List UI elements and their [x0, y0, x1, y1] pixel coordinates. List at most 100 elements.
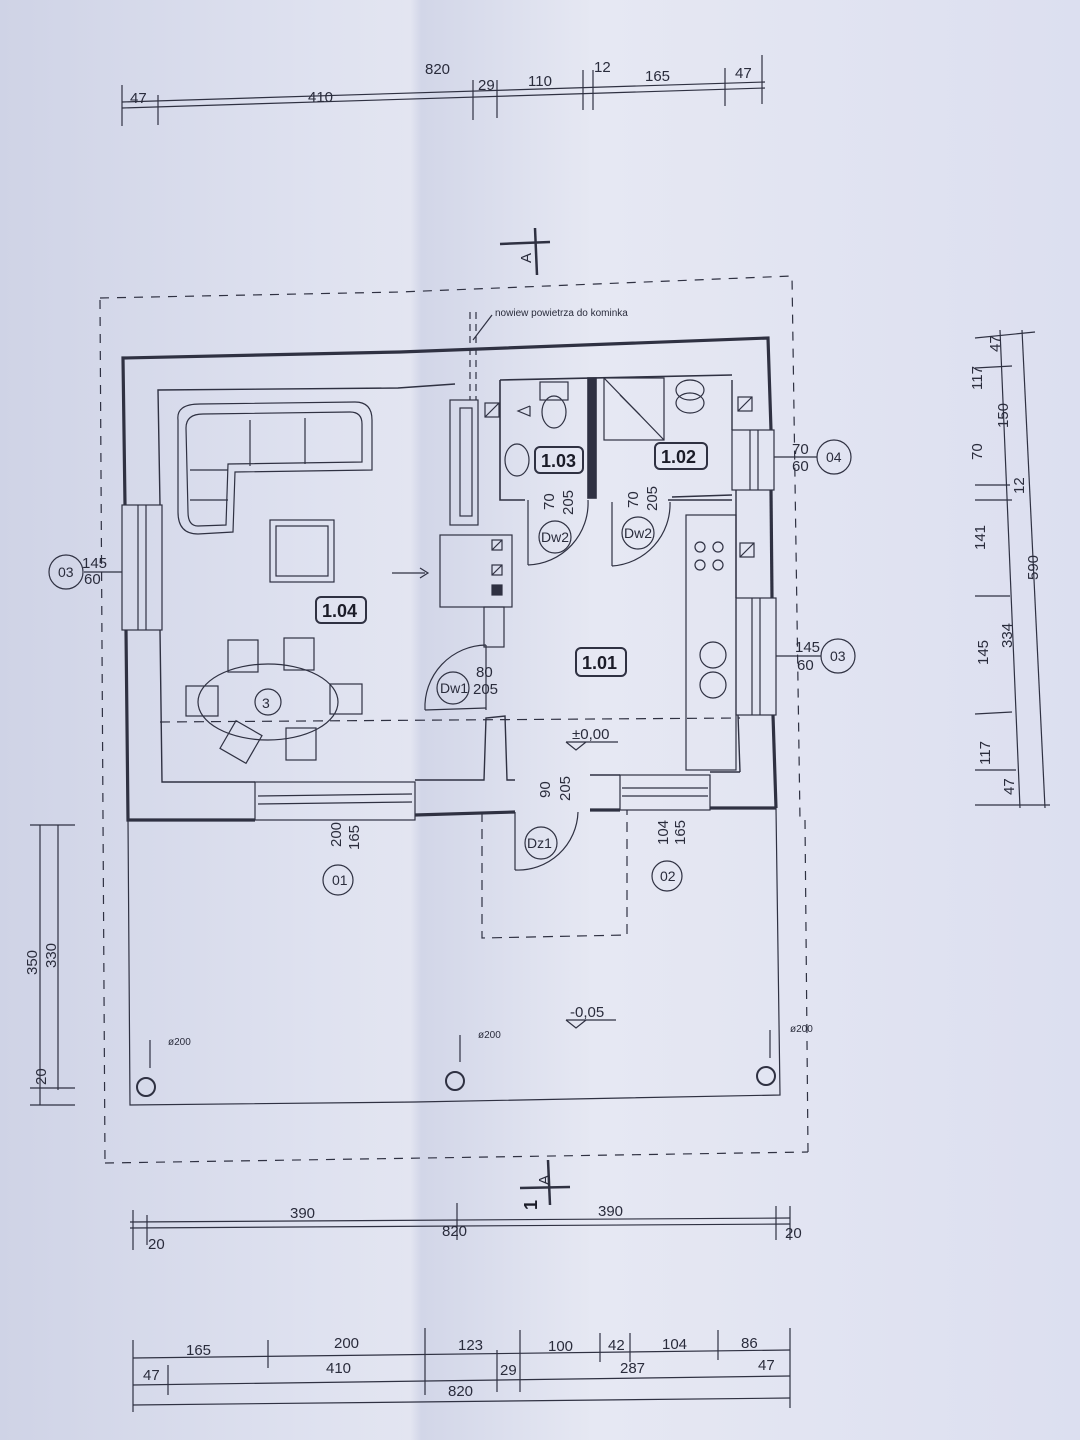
room-label-101: 1.01	[582, 653, 617, 673]
top-dimension-chain	[121, 55, 766, 126]
annotation-air-intake: nowiew powietrza do kominka	[495, 308, 628, 319]
dim-bottom1-right: 390	[598, 1203, 623, 1220]
door-tag-dz1: Dz1	[527, 835, 552, 851]
column-label-middle: ø200	[478, 1030, 501, 1041]
door-dw2-b	[611, 501, 671, 567]
entrance-door-dz1	[514, 811, 579, 871]
door-dw2a-height: 205	[560, 490, 577, 515]
window-tag-04: 04	[826, 449, 842, 465]
door-tag-01: 01	[332, 872, 348, 888]
door-dw1	[424, 644, 487, 711]
tag-circle-dw2-b	[621, 516, 655, 550]
dim-bottom1-left: 390	[290, 1205, 315, 1222]
window-tag-03-right: 03	[830, 648, 846, 664]
door-tag-dw1: Dw1	[440, 680, 468, 696]
dim-bottom2-g: 86	[741, 1335, 758, 1352]
dim-bottom1-end-right: 20	[785, 1225, 802, 1242]
room-box-104	[315, 596, 367, 624]
door-dz1-height: 205	[557, 776, 574, 801]
window-03-left-width: 145	[82, 555, 107, 572]
dim-bottom2-b: 200	[334, 1335, 359, 1352]
dim-top-e: 12	[594, 59, 611, 76]
dim-left-base: 20	[33, 1068, 50, 1085]
window-right-04	[731, 429, 775, 491]
tag-circle-03-left	[48, 554, 84, 590]
bottom-dimension-chains	[129, 1203, 791, 1412]
room-box-102	[654, 442, 708, 470]
door-dw1-height: 205	[473, 681, 498, 698]
door-02-frame	[619, 774, 711, 811]
dim-right-d: 70	[969, 443, 986, 460]
window-03-right-height: 60	[797, 657, 814, 674]
dim-top-g: 47	[735, 65, 752, 82]
door-02-width: 104	[655, 820, 672, 845]
section-marker-bottom	[519, 1159, 571, 1206]
door-dw2-a	[527, 499, 589, 566]
left-dimension-chain	[30, 824, 75, 1106]
door-dz1-width: 90	[537, 781, 554, 798]
dim-right-f: 141	[972, 525, 989, 550]
column-label-left: ø200	[168, 1037, 191, 1048]
dim-top-b: 410	[308, 89, 333, 106]
coffee-table	[269, 519, 335, 583]
dim-bottom4-total: 820	[448, 1383, 473, 1400]
bathroom-102-fixtures	[603, 377, 753, 441]
door-dw1-width: 80	[476, 664, 493, 681]
dim-bottom3-c: 29	[500, 1362, 517, 1379]
section-number-bottom: 1	[521, 1200, 541, 1210]
terrace-zone	[159, 717, 741, 939]
dim-left-total: 350	[24, 950, 41, 975]
door-01-width: 200	[328, 822, 345, 847]
bathroom-partitions	[499, 374, 733, 501]
columns	[136, 1030, 776, 1097]
window-04-width: 70	[792, 441, 809, 458]
dim-top-a: 47	[130, 90, 147, 107]
window-right-03	[735, 597, 777, 716]
room-box-101	[575, 647, 627, 677]
dim-top-d: 110	[528, 73, 552, 90]
dim-bottom3-d: 287	[620, 1360, 645, 1377]
tag-circle-01	[322, 864, 354, 896]
fireplace	[392, 399, 513, 648]
dim-bottom2-a: 165	[186, 1342, 211, 1359]
dim-right-a: 47	[987, 335, 1004, 352]
tag-circle-dw1	[436, 671, 470, 705]
kitchen	[685, 514, 755, 771]
level-marker-terrace	[565, 1019, 616, 1029]
dim-bottom2-d: 100	[548, 1338, 573, 1355]
dim-right-g: 590	[1025, 555, 1042, 580]
door-tag-02: 02	[660, 868, 676, 884]
dining-table	[185, 637, 363, 765]
door-01-height: 165	[346, 825, 363, 850]
dining-table-mark: 3	[262, 695, 270, 711]
door-dw2a-width: 70	[541, 493, 558, 510]
annotation-leader	[472, 314, 493, 341]
dim-right-j: 117	[977, 741, 994, 765]
window-03-right-width: 145	[795, 639, 820, 656]
dim-bottom3-e: 47	[758, 1357, 775, 1374]
dim-bottom1-total: 820	[442, 1223, 467, 1240]
dim-left-inner: 330	[43, 943, 60, 968]
room-label-102: 1.02	[661, 447, 696, 467]
window-04-height: 60	[792, 458, 809, 475]
room-label-103: 1.03	[541, 451, 576, 471]
dim-top-c: 29	[478, 77, 495, 94]
dim-right-k: 47	[1001, 778, 1018, 795]
room-label-104: 1.04	[322, 601, 357, 621]
tag-circle-table	[254, 688, 282, 716]
dim-right-i: 334	[999, 623, 1016, 648]
window-03-left-height: 60	[84, 571, 101, 588]
terrace-slab	[127, 807, 781, 1106]
dim-bottom1-end-left: 20	[148, 1236, 165, 1253]
dim-right-c: 150	[995, 403, 1012, 428]
section-letter-top: A	[518, 253, 535, 263]
room-box-103	[534, 446, 584, 474]
bathroom-103-fixtures	[484, 381, 569, 477]
door-01-frame	[254, 781, 416, 821]
level-terrace: -0,05	[570, 1004, 604, 1021]
column-label-right: ø200	[790, 1024, 813, 1035]
right-dimension-chain	[974, 329, 1050, 809]
tag-circle-02	[651, 860, 683, 892]
